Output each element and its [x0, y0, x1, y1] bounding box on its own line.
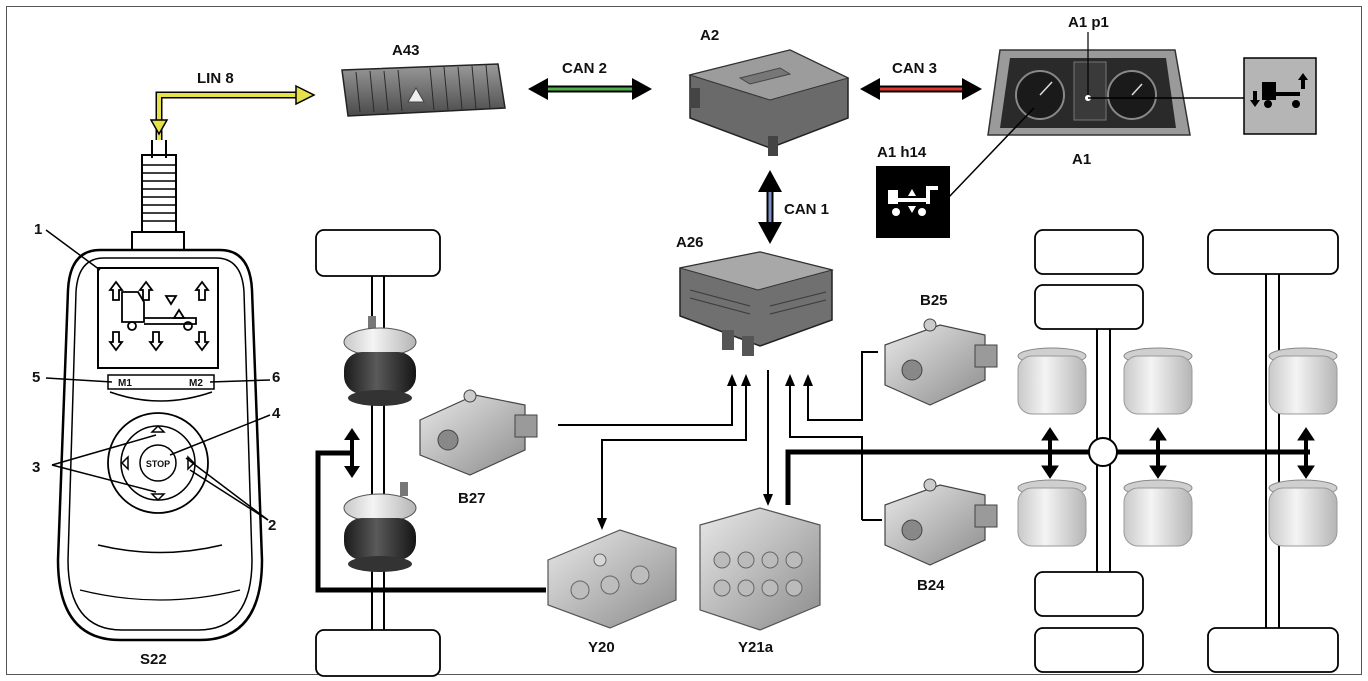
warning-lamp-h14-icon: A1 h14: [876, 144, 950, 238]
air-spring-rear-2b: [1268, 479, 1338, 547]
remote-control-s22: M1 M2 STOP 1 5 6 4 3 2 S22: [32, 140, 281, 668]
label-a43: A43: [392, 42, 420, 59]
label-a1: A1: [1072, 151, 1091, 168]
label-a1h14: A1 h14: [877, 144, 927, 161]
callout-5: 5: [32, 369, 40, 386]
raise-lower-indicator-icon: [1243, 57, 1317, 135]
callout-2: 2: [268, 517, 276, 534]
air-spring-rear-1a: [1017, 347, 1087, 415]
can1-connection: CAN 1: [758, 170, 829, 244]
front-axle: [315, 229, 441, 677]
height-sensor-b24: B24: [862, 478, 998, 594]
label-b25: B25: [920, 292, 948, 309]
valve-block-y20: Y20: [547, 529, 677, 656]
m1-button-label: M1: [118, 378, 132, 389]
stop-button[interactable]: [139, 444, 177, 482]
switch-panel-a43: A43: [341, 42, 506, 117]
air-spring-rear-1d: [1123, 479, 1193, 547]
label-a26: A26: [676, 234, 704, 251]
air-spring-front-upper: [343, 316, 417, 406]
rear-axle-2: [1207, 229, 1339, 673]
stop-button-label: STOP: [146, 459, 170, 469]
height-sensor-b25: B25: [884, 292, 998, 406]
label-s22: S22: [140, 651, 167, 668]
label-y20: Y20: [588, 639, 615, 656]
valve-block-y21a: Y21a: [699, 507, 821, 656]
display-truck-icon: [108, 280, 210, 352]
signal-lines: [558, 351, 878, 520]
rear-axle-1: [1034, 229, 1144, 673]
label-can1: CAN 1: [784, 201, 829, 218]
air-spring-rear-1b: [1123, 347, 1193, 415]
callout-1: 1: [34, 221, 42, 238]
air-spring-front-lower: [343, 482, 417, 572]
label-b24: B24: [917, 577, 945, 594]
label-y21a: Y21a: [738, 639, 774, 656]
lin8-connection: LIN 8: [149, 70, 316, 140]
control-unit-a2: A2: [688, 27, 850, 156]
instrument-cluster-a1: A1 p1 A1: [947, 14, 1244, 199]
label-lin8: LIN 8: [197, 70, 234, 87]
diagram-frame: [6, 6, 1362, 675]
air-spring-rear-1c: [1017, 479, 1087, 547]
rear-height-arrows: [1041, 427, 1315, 479]
label-a1p1: A1 p1: [1068, 14, 1109, 31]
label-can2: CAN 2: [562, 60, 607, 77]
callout-3: 3: [32, 459, 40, 476]
label-can3: CAN 3: [892, 60, 937, 77]
height-sensor-b27: B27: [419, 389, 538, 507]
ecu-a26: A26: [676, 234, 834, 356]
air-line-rear: [785, 449, 1310, 505]
air-springs-rear: [1017, 347, 1338, 547]
m2-button-label: M2: [189, 378, 203, 389]
label-b27: B27: [458, 490, 486, 507]
can3-connection: CAN 3: [860, 60, 982, 100]
air-line-front: [315, 450, 546, 593]
label-a2: A2: [700, 27, 719, 44]
air-spring-rear-2a: [1268, 347, 1338, 415]
can2-connection: CAN 2: [528, 60, 652, 100]
callout-6: 6: [272, 369, 280, 386]
callout-4: 4: [272, 405, 281, 422]
